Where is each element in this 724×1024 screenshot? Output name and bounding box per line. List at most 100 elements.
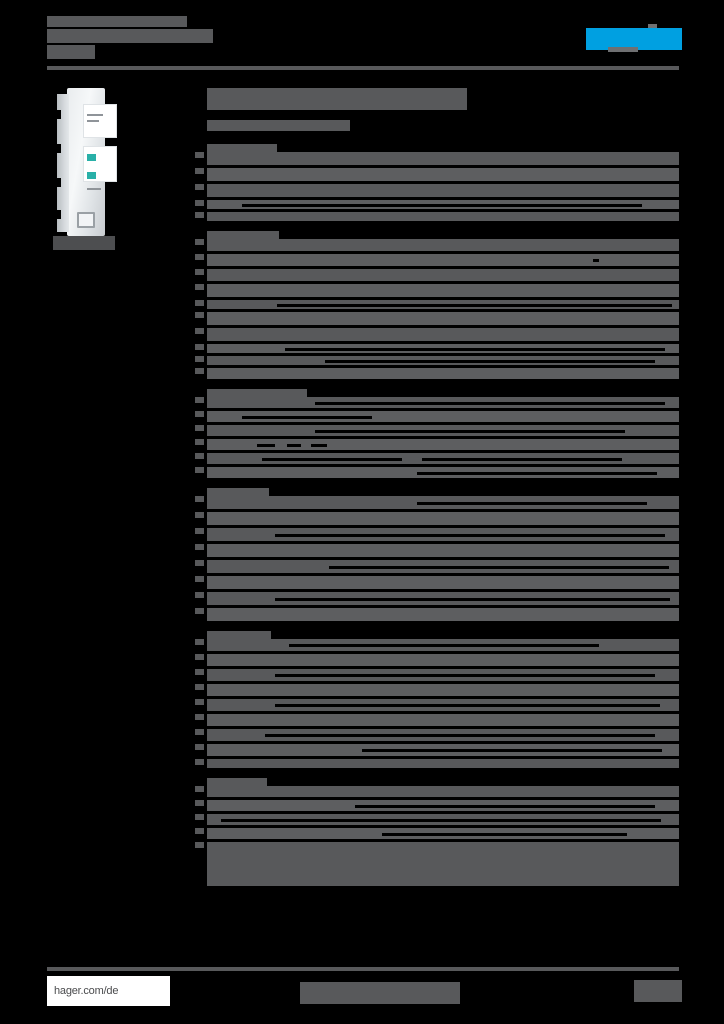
spec-row: [195, 684, 679, 696]
spec-row-separator: [207, 825, 679, 828]
device-notch: [55, 110, 61, 119]
spec-row-key-marker: [195, 654, 204, 660]
spec-row-key-marker: [195, 397, 204, 403]
spec-row-separator: [207, 436, 679, 439]
footer-page-number: [634, 980, 682, 1002]
spec-row-separator: [207, 251, 679, 254]
spec-row-leader: [382, 833, 627, 836]
spec-row-leader: [262, 458, 402, 461]
header-title-line: [47, 16, 187, 27]
spec-row-separator: [207, 281, 679, 284]
din-rail-module-photo: [53, 88, 143, 240]
spec-row-leader: [593, 259, 599, 262]
spec-row: [195, 300, 679, 309]
spec-row: [195, 269, 679, 281]
spec-row-leader: [355, 805, 655, 808]
page-subtitle: [207, 120, 350, 131]
spec-section-header: [207, 631, 271, 639]
spec-row-leader: [277, 304, 672, 307]
spec-row-leader: [329, 566, 669, 569]
spec-row-separator: [207, 408, 679, 411]
spec-row-separator: [207, 756, 679, 759]
spec-row-key-marker: [195, 344, 204, 350]
spec-row-separator: [207, 541, 679, 544]
spec-section: [195, 144, 679, 231]
spec-row-leader: [257, 444, 275, 447]
spec-row-separator: [207, 557, 679, 560]
spec-row: [195, 592, 679, 605]
spec-row: [195, 425, 679, 436]
spec-row-leader: [422, 458, 622, 461]
spec-section: [195, 488, 679, 631]
spec-row-key-marker: [195, 467, 204, 473]
spec-row-separator: [207, 768, 679, 771]
spec-row-separator: [207, 651, 679, 654]
spec-row: [195, 496, 679, 509]
spec-row: [195, 560, 679, 573]
spec-row-leader: [221, 819, 661, 822]
spec-section: [195, 389, 679, 488]
spec-row-key-marker: [195, 608, 204, 614]
device-teal-indicator: [87, 172, 96, 179]
spec-row-key-marker: [195, 512, 204, 518]
spec-row-key-marker: [195, 184, 204, 190]
spec-row-separator: [207, 696, 679, 699]
spec-row-key-marker: [195, 411, 204, 417]
spec-row-key-marker: [195, 368, 204, 374]
device-marking: [87, 114, 103, 116]
spec-row-separator: [207, 379, 679, 382]
spec-row: [195, 744, 679, 756]
spec-row-separator: [207, 365, 679, 368]
spec-row-separator: [207, 605, 679, 608]
spec-row-key-marker: [195, 239, 204, 245]
spec-row-separator: [207, 353, 679, 356]
spec-row-separator: [207, 464, 679, 467]
spec-row: [195, 608, 679, 621]
spec-row-separator: [207, 509, 679, 512]
spec-section: [195, 778, 679, 896]
spec-row: [195, 152, 679, 165]
spec-row-separator: [207, 811, 679, 814]
spec-row-key-marker: [195, 544, 204, 550]
device-notch: [55, 210, 61, 219]
spec-section-gap: [207, 481, 679, 488]
spec-row: [195, 411, 679, 422]
spec-row: [195, 699, 679, 711]
spec-row-key-marker: [195, 328, 204, 334]
footer-center-text: [300, 982, 460, 1004]
footer-url[interactable]: hager.com/de: [47, 976, 170, 1006]
spec-row-key-marker: [195, 729, 204, 735]
logo-wordmark: [586, 28, 682, 50]
device-notch: [55, 178, 61, 187]
spec-row: [195, 168, 679, 181]
spec-row-key-marker: [195, 699, 204, 705]
device-side-face: [57, 94, 69, 232]
spec-row-leader: [275, 704, 660, 707]
spec-row: [195, 212, 679, 221]
device-marking: [87, 188, 101, 190]
spec-row-leader: [242, 204, 642, 207]
spec-row: [195, 312, 679, 325]
spec-row: [195, 200, 679, 209]
footer-url-label: hager.com/de: [54, 985, 119, 997]
spec-section-header: [207, 488, 269, 496]
spec-row-separator: [207, 221, 679, 224]
spec-row-key-marker: [195, 212, 204, 218]
device-marking: [87, 120, 99, 122]
spec-row: [195, 356, 679, 365]
spec-row-key-marker: [195, 254, 204, 260]
header-title-line: [47, 29, 213, 43]
spec-section-header: [207, 144, 277, 152]
spec-row-separator: [207, 181, 679, 184]
device-teal-indicator: [87, 154, 96, 161]
spec-row-separator: [207, 666, 679, 669]
spec-section-header: [207, 778, 267, 786]
spec-row-key-marker: [195, 453, 204, 459]
spec-row: [195, 368, 679, 379]
hager-logo: [586, 24, 682, 54]
spec-row-key-marker: [195, 714, 204, 720]
spec-row-key-marker: [195, 759, 204, 765]
device-lever: [77, 212, 95, 228]
spec-row-leader: [287, 444, 301, 447]
